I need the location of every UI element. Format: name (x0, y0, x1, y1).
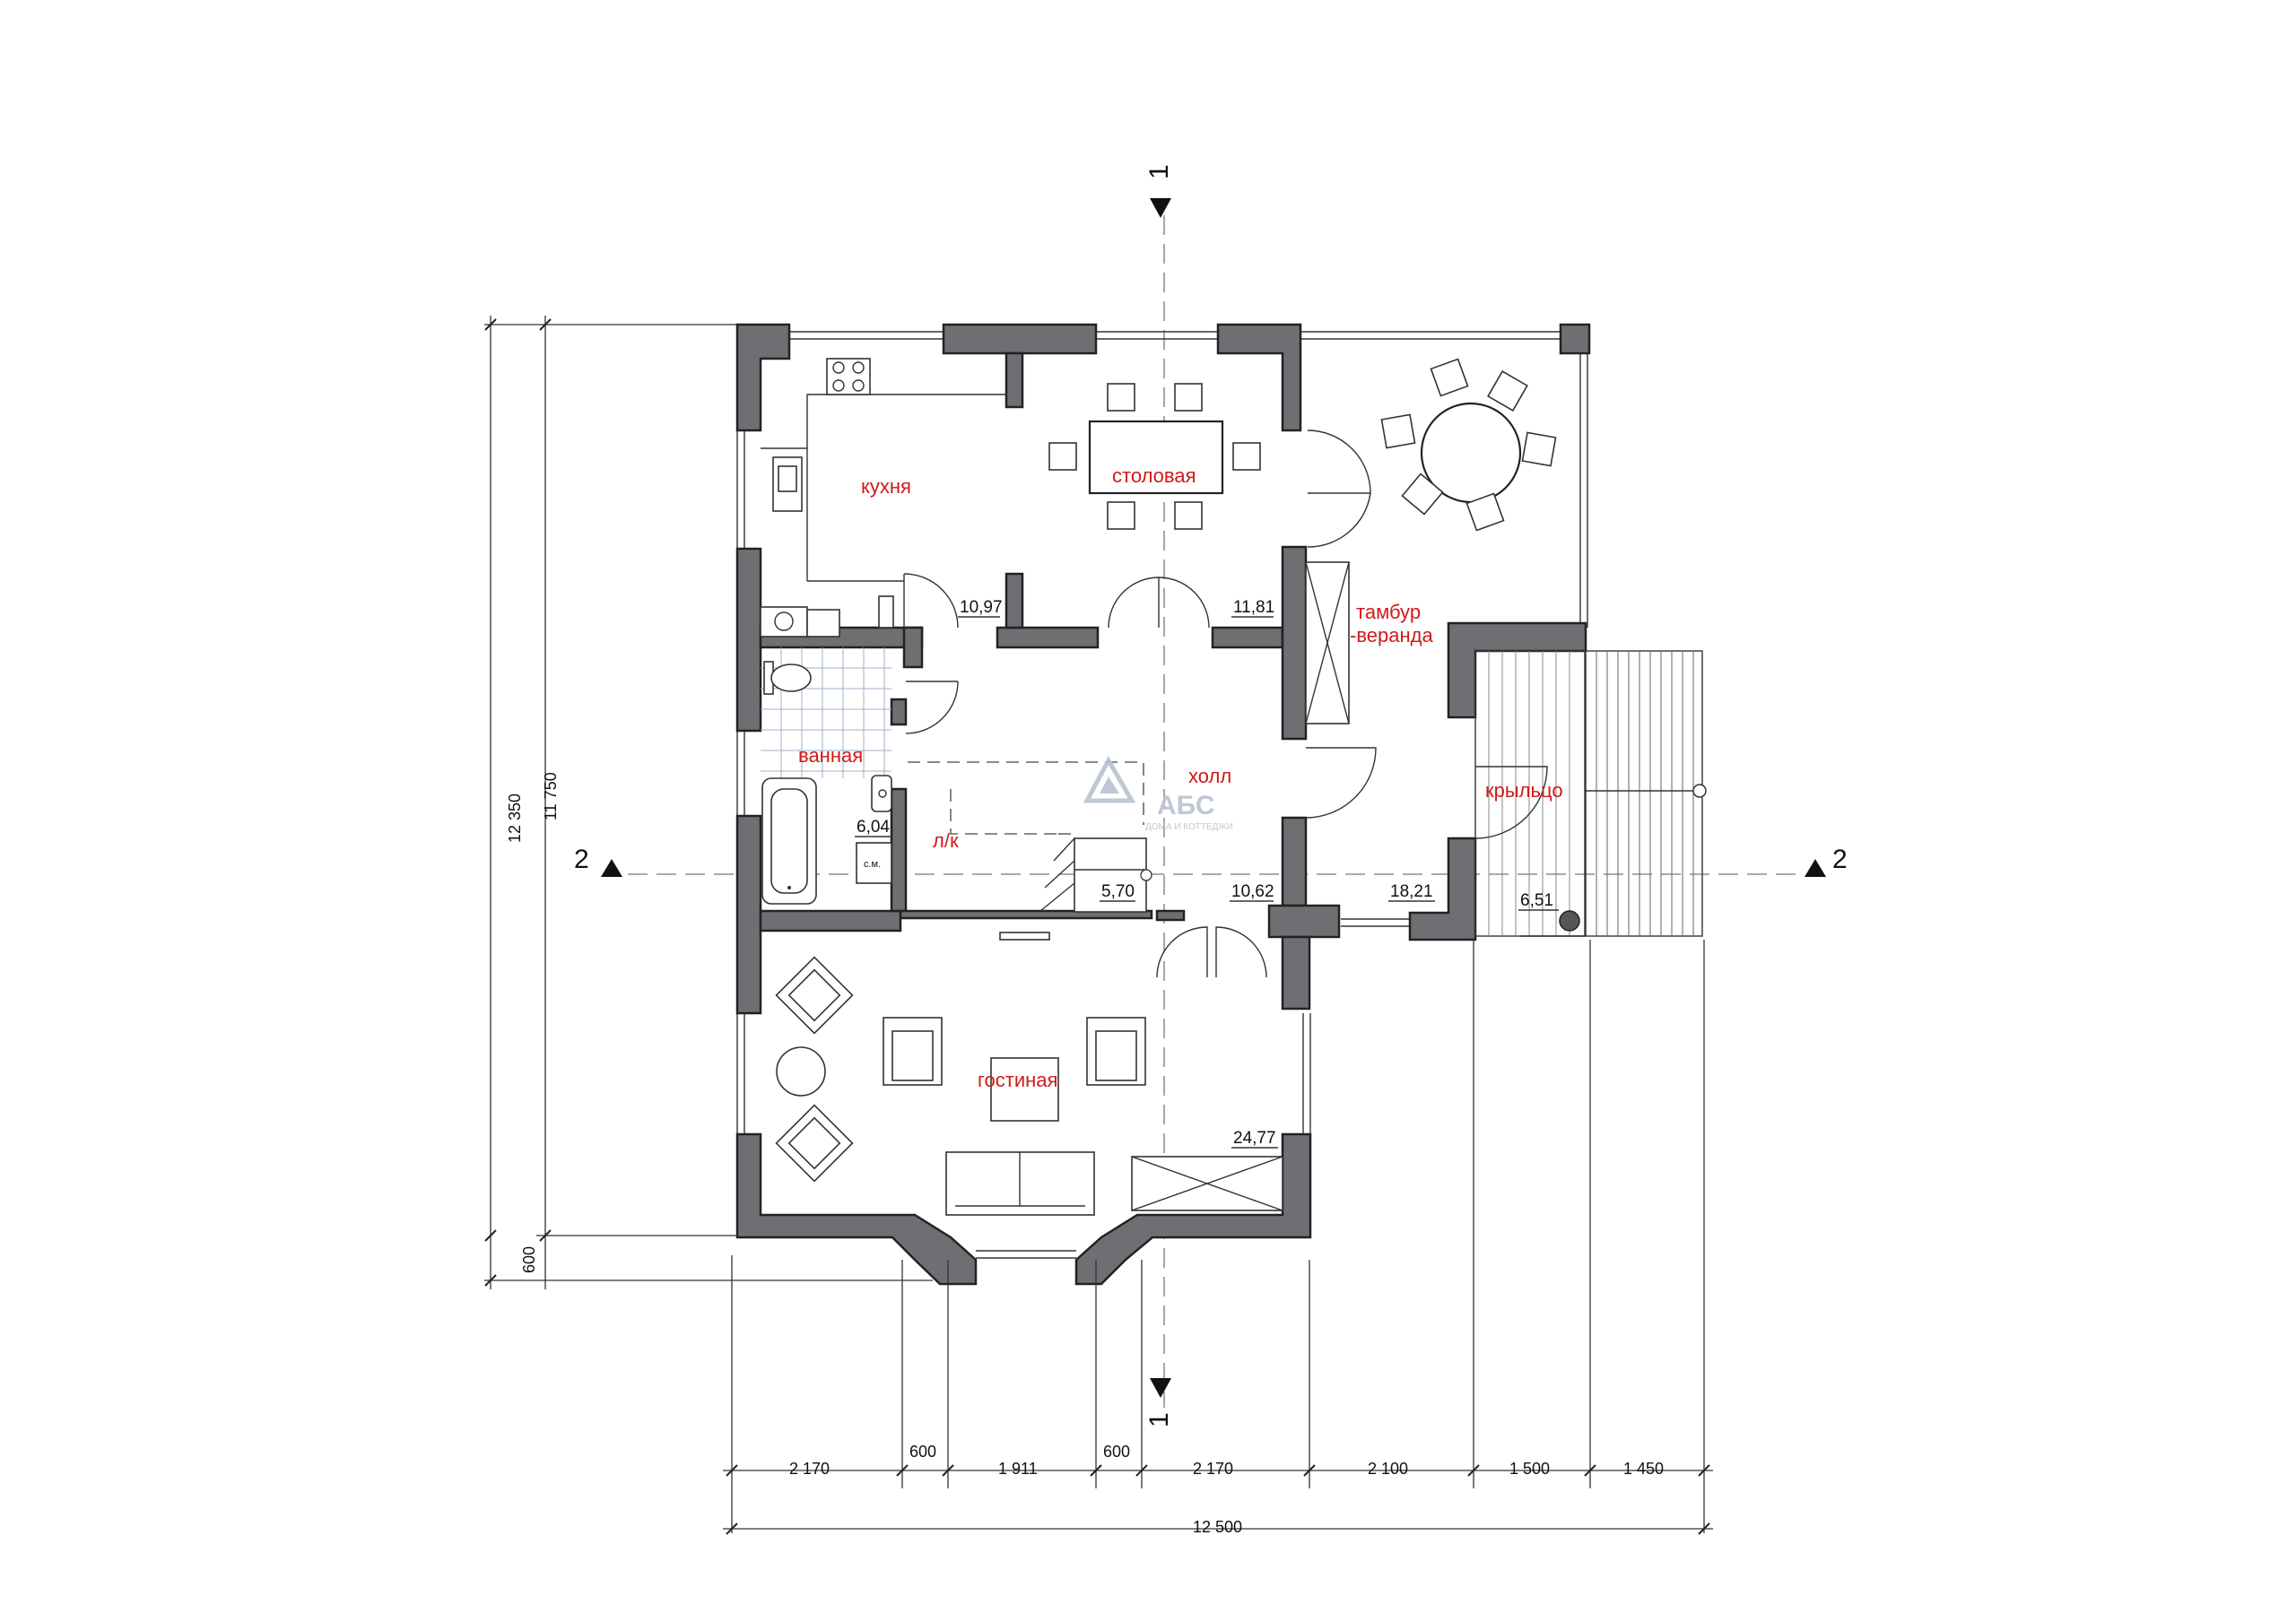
dim-bottom-3: 1 911 (998, 1460, 1038, 1478)
bathroom: с.м. (761, 647, 892, 905)
walls (735, 323, 1591, 1286)
section-marker-2-right: 2 (1805, 845, 1848, 877)
section-label-1-top: 1 (1144, 164, 1174, 179)
area-hall: 10,62 (1231, 882, 1274, 901)
area-stairs: 5,70 (1101, 882, 1135, 901)
area-living: 24,77 (1233, 1129, 1276, 1148)
dim-bottom-5: 2 170 (1193, 1460, 1233, 1478)
section-marker-1-top: 1 (1144, 164, 1174, 218)
area-dining: 11,81 (1233, 598, 1274, 617)
porch-deck (1474, 650, 1707, 937)
washing-machine-label: с.м. (864, 859, 881, 870)
vestibule-boxes (1131, 561, 1350, 1211)
section-label-2-left: 2 (574, 845, 589, 874)
label-stairs: л/к (933, 829, 959, 852)
kitchen-furniture (760, 358, 1006, 638)
label-vestibule-1: тамбур (1356, 601, 1421, 623)
window-lines (736, 331, 1588, 1259)
living-furniture (775, 932, 1146, 1216)
area-kitchen: 10,97 (960, 598, 1003, 617)
area-porch: 6,51 (1520, 891, 1553, 910)
area-vestibule: 18,21 (1390, 882, 1433, 901)
room-labels: кухня столовая тамбур -веранда холл ванн… (798, 464, 1563, 1091)
dim-bottom-4: 600 (1103, 1443, 1130, 1461)
section-marker-2-left: 2 (574, 845, 622, 877)
area-bathroom: 6,04 (857, 818, 890, 837)
label-porch: крыльцо (1485, 779, 1563, 802)
label-bathroom: ванная (798, 744, 863, 767)
dining-furniture (1048, 383, 1261, 530)
label-kitchen: кухня (861, 475, 911, 498)
logo-name: АБС (1157, 791, 1215, 820)
veranda-furniture (1380, 358, 1557, 532)
dim-left-inner: 11 750 (542, 772, 560, 820)
label-hall: холл (1188, 765, 1231, 787)
staircase (908, 761, 1152, 913)
company-logo: АБС ДОМА И КОТТЕДЖИ (1083, 755, 1233, 832)
dim-left-outer: 12 350 (506, 794, 524, 843)
dim-bottom-2: 600 (909, 1443, 936, 1461)
dim-bottom-6: 2 100 (1368, 1460, 1408, 1478)
doors (903, 429, 1548, 978)
label-living: гостиная (978, 1069, 1057, 1091)
section-label-1-bottom: 1 (1144, 1412, 1174, 1427)
dimensions: 2 170 600 1 911 600 2 170 2 100 1 500 1 … (484, 316, 1713, 1536)
area-labels: 10,97 11,81 6,04 5,70 10,62 18,21 6,51 2… (855, 598, 1559, 1149)
dim-bottom-8: 1 450 (1623, 1460, 1664, 1478)
dim-bottom-7: 1 500 (1509, 1460, 1550, 1478)
label-dining: столовая (1112, 464, 1196, 487)
dim-total-width: 12 500 (1193, 1518, 1242, 1536)
logo-tagline: ДОМА И КОТТЕДЖИ (1145, 822, 1233, 832)
section-marker-1-bottom: 1 (1144, 1378, 1174, 1427)
section-label-2-right: 2 (1832, 845, 1848, 874)
dim-left-bottom: 600 (520, 1246, 538, 1273)
dim-bottom-1: 2 170 (789, 1460, 830, 1478)
label-vestibule-2: -веранда (1350, 624, 1433, 646)
